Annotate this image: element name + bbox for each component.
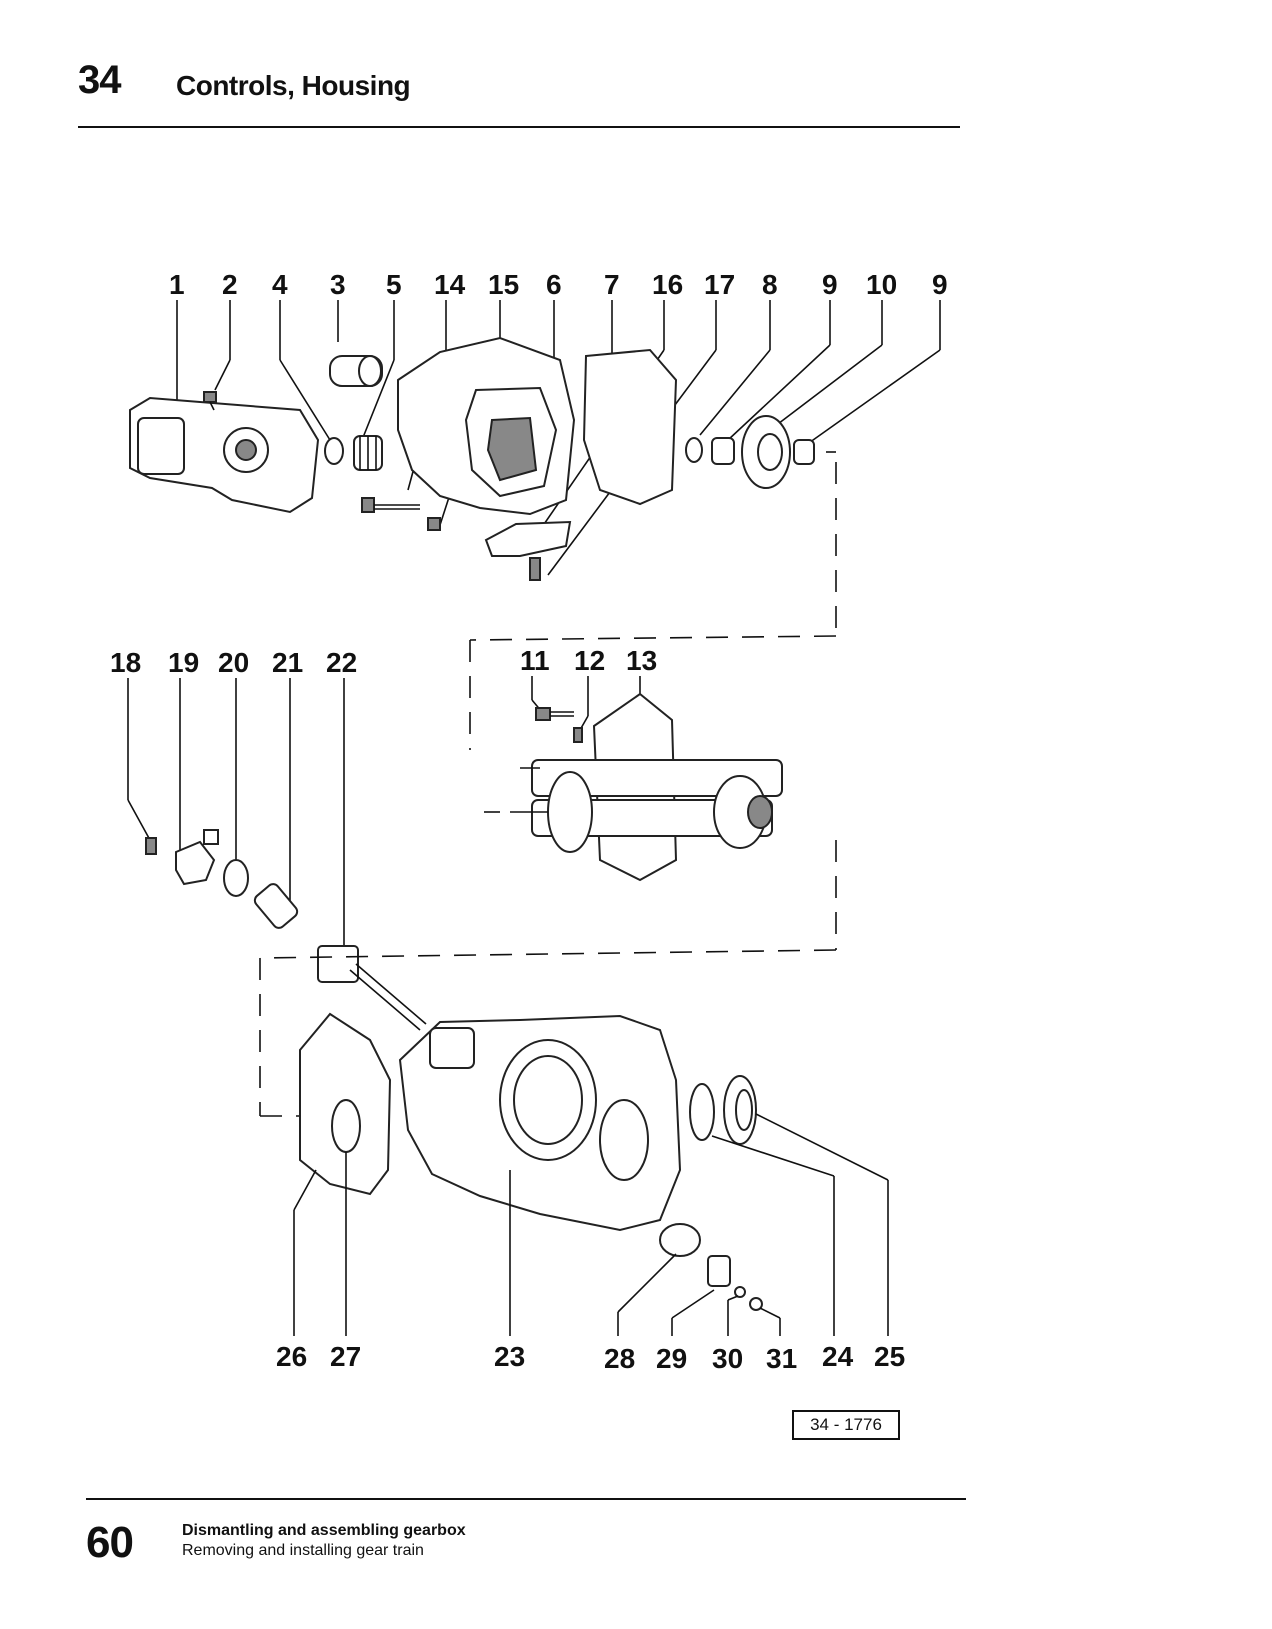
callout-11: 11 [520,645,550,676]
callout-10: 10 [866,269,897,300]
bolt-part [203,391,217,411]
parts-bottom [299,1012,763,1311]
bolt-11-part [535,707,574,721]
callouts-middle-right: 11 12 13 [520,645,657,676]
parts-middle [145,692,783,1031]
callout-3: 3 [330,269,346,300]
plug-29-part [707,1255,731,1287]
callout-19: 19 [168,647,199,678]
gear-10-part [741,415,791,489]
needle-bearing-9-part [711,437,735,465]
bearing-race-25-part [723,1075,757,1145]
section-number: 34 [78,58,121,102]
long-bolt-part [361,497,420,513]
gearbox-housing-part [398,1014,682,1232]
callout-14: 14 [434,269,466,300]
seal-27-part [331,1099,361,1153]
o-ring-part [223,859,249,897]
callout-7: 7 [604,269,620,300]
callout-9b: 9 [932,269,948,300]
footer-rule [86,1498,966,1500]
needle-bearing-9b-part [793,439,815,465]
callout-16: 16 [652,269,683,300]
figure-reference: 34 - 1776 [792,1410,900,1440]
callout-18: 18 [110,647,141,678]
footer-subtitle: Removing and installing gear train [182,1542,424,1559]
callout-13: 13 [626,645,657,676]
callout-26: 26 [276,1341,307,1372]
callouts-top: 1 2 4 3 5 14 15 6 7 16 17 8 9 10 9 [169,269,948,300]
callout-9a: 9 [822,269,838,300]
callout-12: 12 [574,645,605,676]
gear-train-assembly-part [510,692,783,882]
callout-17: 17 [704,269,735,300]
circlip-24-part [689,1083,715,1141]
assembly-path-upper [469,451,837,750]
callout-31: 31 [766,1343,797,1374]
assembly-path-lower [259,811,837,1117]
cover-28-part [659,1223,701,1257]
footer-chapter-title: Dismantling and assembling gearbox [182,1522,466,1539]
callout-21: 21 [272,647,303,678]
callout-24: 24 [822,1341,854,1372]
callout-5: 5 [386,269,402,300]
callout-28: 28 [604,1343,635,1374]
circlip-8-part [685,437,703,463]
callout-27: 27 [330,1341,361,1372]
clip-31-part [749,1297,763,1311]
small-bolt-part [427,517,441,531]
callout-25: 25 [874,1341,905,1372]
callouts-middle-left: 18 19 20 21 22 [110,647,357,678]
callout-20: 20 [218,647,249,678]
bolt-17-part [529,557,541,581]
selector-shaft-part [317,945,427,1031]
callout-29: 29 [656,1343,687,1374]
header-rule [78,126,960,128]
callouts-bottom: 26 27 23 28 29 30 31 24 25 [276,1341,905,1374]
callout-23: 23 [494,1341,525,1372]
spring-part [253,883,299,929]
callout-1: 1 [169,269,185,300]
intermediate-housing-part [397,336,576,516]
gasket-part [582,348,678,506]
washer-30-part [734,1286,746,1298]
page-number: 60 [86,1518,134,1567]
callout-6: 6 [546,269,562,300]
section-title: Controls, Housing [176,70,411,101]
callout-15: 15 [488,269,519,300]
reversing-switch-part [175,829,219,886]
callout-4: 4 [272,269,288,300]
selector-housing-part [129,396,320,514]
bolt-18-part [145,837,157,855]
callout-22: 22 [326,647,357,678]
bracket-part [484,520,572,557]
parts-top [129,336,815,581]
callout-8: 8 [762,269,778,300]
leaders-bottom [293,1113,889,1336]
callout-2: 2 [222,269,238,300]
circlip-part [324,437,344,465]
callout-30: 30 [712,1343,743,1374]
sleeve-part [329,355,383,387]
leaders-middle [127,676,657,950]
pin-12-part [573,727,583,743]
needle-bearing-part [353,435,383,471]
